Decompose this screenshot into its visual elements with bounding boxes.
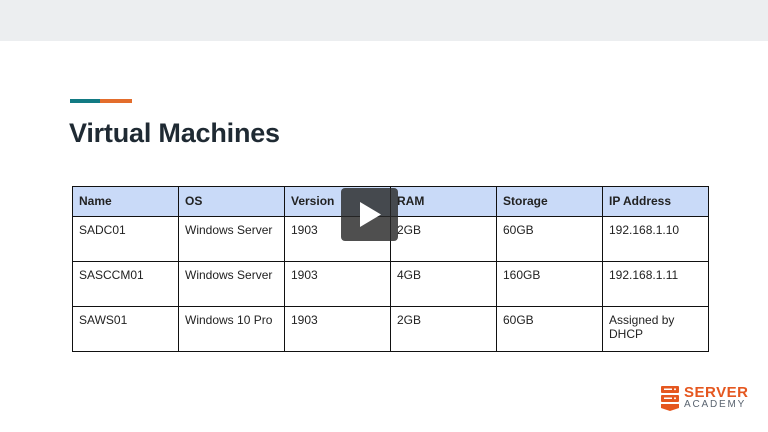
accent-orange-segment — [100, 99, 132, 103]
cell-ip-address: 192.168.1.10 — [602, 216, 709, 262]
cell-version: 1903 — [284, 306, 391, 352]
cell-ram: 2GB — [390, 216, 497, 262]
cell-name: SADC01 — [72, 216, 179, 262]
cell-ram: 2GB — [390, 306, 497, 352]
play-button[interactable] — [341, 188, 398, 241]
logo-text-academy: ACADEMY — [684, 399, 747, 410]
cell-os: Windows Server — [178, 261, 285, 307]
vm-table: Name OS Version RAM Storage IP Address S… — [72, 186, 709, 352]
table-row: SADC01 Windows Server 1903 2GB 60GB 192.… — [72, 216, 709, 262]
cell-os: Windows 10 Pro — [178, 306, 285, 352]
cell-storage: 60GB — [496, 216, 603, 262]
slide-title: Virtual Machines — [69, 118, 280, 148]
accent-teal-segment — [70, 99, 100, 103]
cell-name: SAWS01 — [72, 306, 179, 352]
table-row: SAWS01 Windows 10 Pro 1903 2GB 60GB Assi… — [72, 306, 709, 352]
cell-ip-address: 192.168.1.11 — [602, 261, 709, 307]
server-academy-logo: SERVER ACADEMY — [660, 384, 750, 412]
server-rack-icon — [661, 386, 679, 411]
top-band — [0, 0, 768, 41]
cell-ip-address: Assigned by DHCP — [602, 306, 709, 352]
play-icon — [360, 202, 381, 227]
title-accent-bar — [70, 99, 132, 103]
cell-storage: 160GB — [496, 261, 603, 307]
cell-ram: 4GB — [390, 261, 497, 307]
column-header-ram: RAM — [390, 186, 497, 217]
cell-version: 1903 — [284, 261, 391, 307]
cell-name: SASCCM01 — [72, 261, 179, 307]
logo-text-server: SERVER — [684, 384, 749, 401]
cell-storage: 60GB — [496, 306, 603, 352]
column-header-storage: Storage — [496, 186, 603, 217]
column-header-ip-address: IP Address — [602, 186, 709, 217]
table-row: SASCCM01 Windows Server 1903 4GB 160GB 1… — [72, 261, 709, 307]
cell-os: Windows Server — [178, 216, 285, 262]
column-header-os: OS — [178, 186, 285, 217]
column-header-name: Name — [72, 186, 179, 217]
